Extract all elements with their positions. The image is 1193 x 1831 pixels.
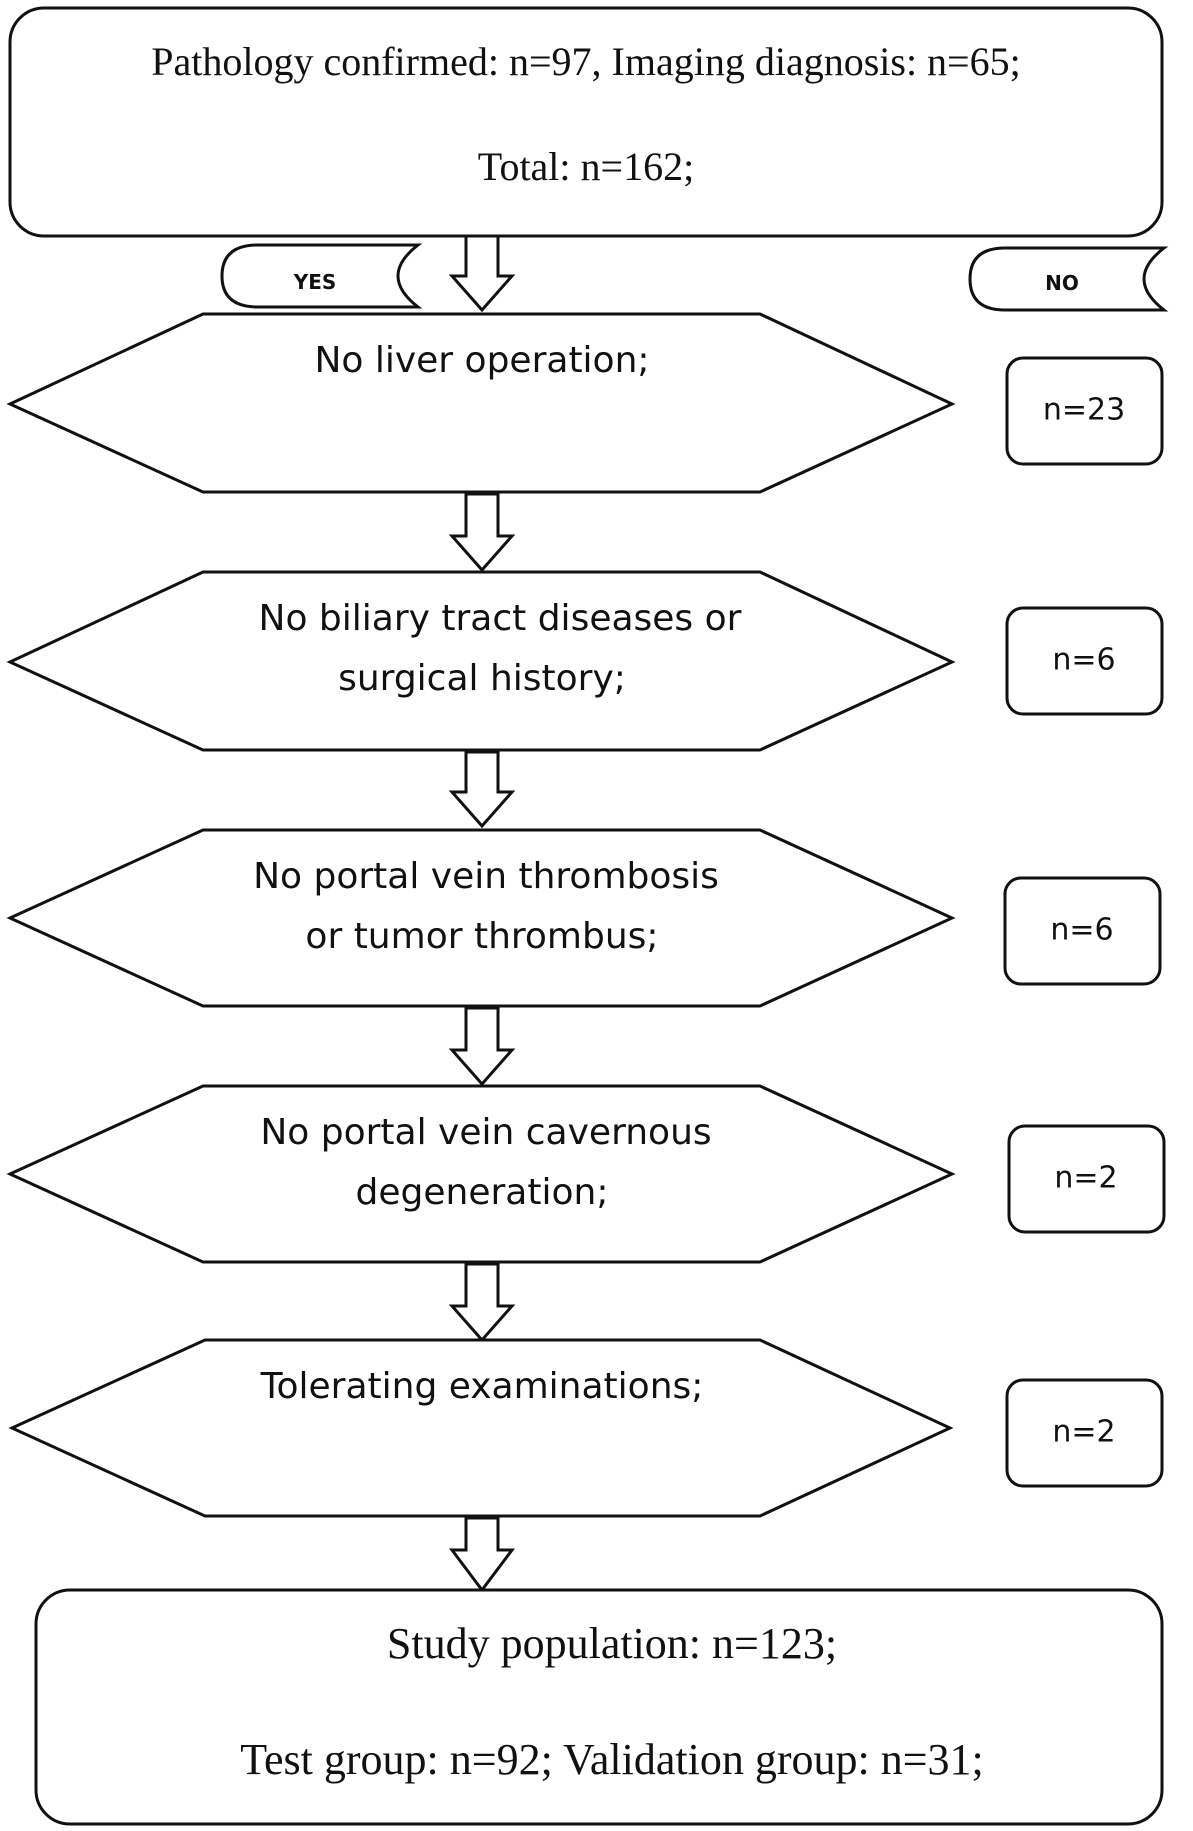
no-tag: [968, 246, 1169, 312]
criterion-no-liver-operation: [6, 312, 956, 494]
criterion-3-line1: No portal vein thrombosis: [253, 856, 719, 897]
yes-tag: [220, 243, 423, 309]
excluded-count-3: n=6: [1050, 913, 1113, 948]
down-arrow-icon: [449, 1516, 515, 1593]
down-arrow-icon: [448, 1262, 516, 1343]
excluded-box-2: [1005, 606, 1164, 716]
source-box-line1: Pathology confirmed: n=97, Imaging diagn…: [151, 39, 1020, 84]
criterion-5-line1: Tolerating examinations;: [260, 1366, 704, 1407]
criterion-4-line2: degeneration;: [356, 1172, 609, 1213]
criterion-no-portal-vein-thrombosis: [6, 828, 956, 1008]
study-population-box: [34, 1588, 1164, 1826]
excluded-count-2: n=6: [1052, 643, 1115, 678]
excluded-box-1: [1005, 356, 1164, 466]
criterion-1-line1: No liver operation;: [314, 340, 649, 381]
excluded-count-4: n=2: [1054, 1161, 1117, 1196]
criterion-3-line2: or tumor thrombus;: [305, 916, 658, 957]
excluded-box-4: [1007, 1124, 1166, 1234]
excluded-box-5: [1005, 1378, 1164, 1488]
source-box: [8, 6, 1164, 238]
criterion-no-biliary-tract-diseases: [6, 570, 956, 752]
down-arrow-icon: [448, 234, 516, 313]
source-box-line2: Total: n=162;: [478, 144, 694, 189]
down-arrow-icon: [448, 492, 516, 573]
criterion-2-line1: No biliary tract diseases or: [259, 598, 742, 639]
excluded-count-1: n=23: [1043, 393, 1125, 428]
criterion-no-portal-vein-cavernous-degeneration: [6, 1084, 956, 1264]
criterion-tolerating-examinations: [8, 1338, 954, 1518]
down-arrow-icon: [448, 750, 516, 829]
excluded-box-3: [1003, 876, 1162, 986]
study-population-line2: Test group: n=92; Validation group: n=31…: [240, 1735, 984, 1784]
yes-label: YES: [293, 270, 337, 294]
study-population-line1: Study population: n=123;: [387, 1619, 837, 1668]
criterion-2-line2: surgical history;: [338, 658, 626, 699]
down-arrow-icon: [448, 1006, 516, 1087]
no-label: NO: [1045, 271, 1079, 295]
criterion-4-line1: No portal vein cavernous: [260, 1112, 711, 1153]
excluded-count-5: n=2: [1052, 1415, 1115, 1450]
